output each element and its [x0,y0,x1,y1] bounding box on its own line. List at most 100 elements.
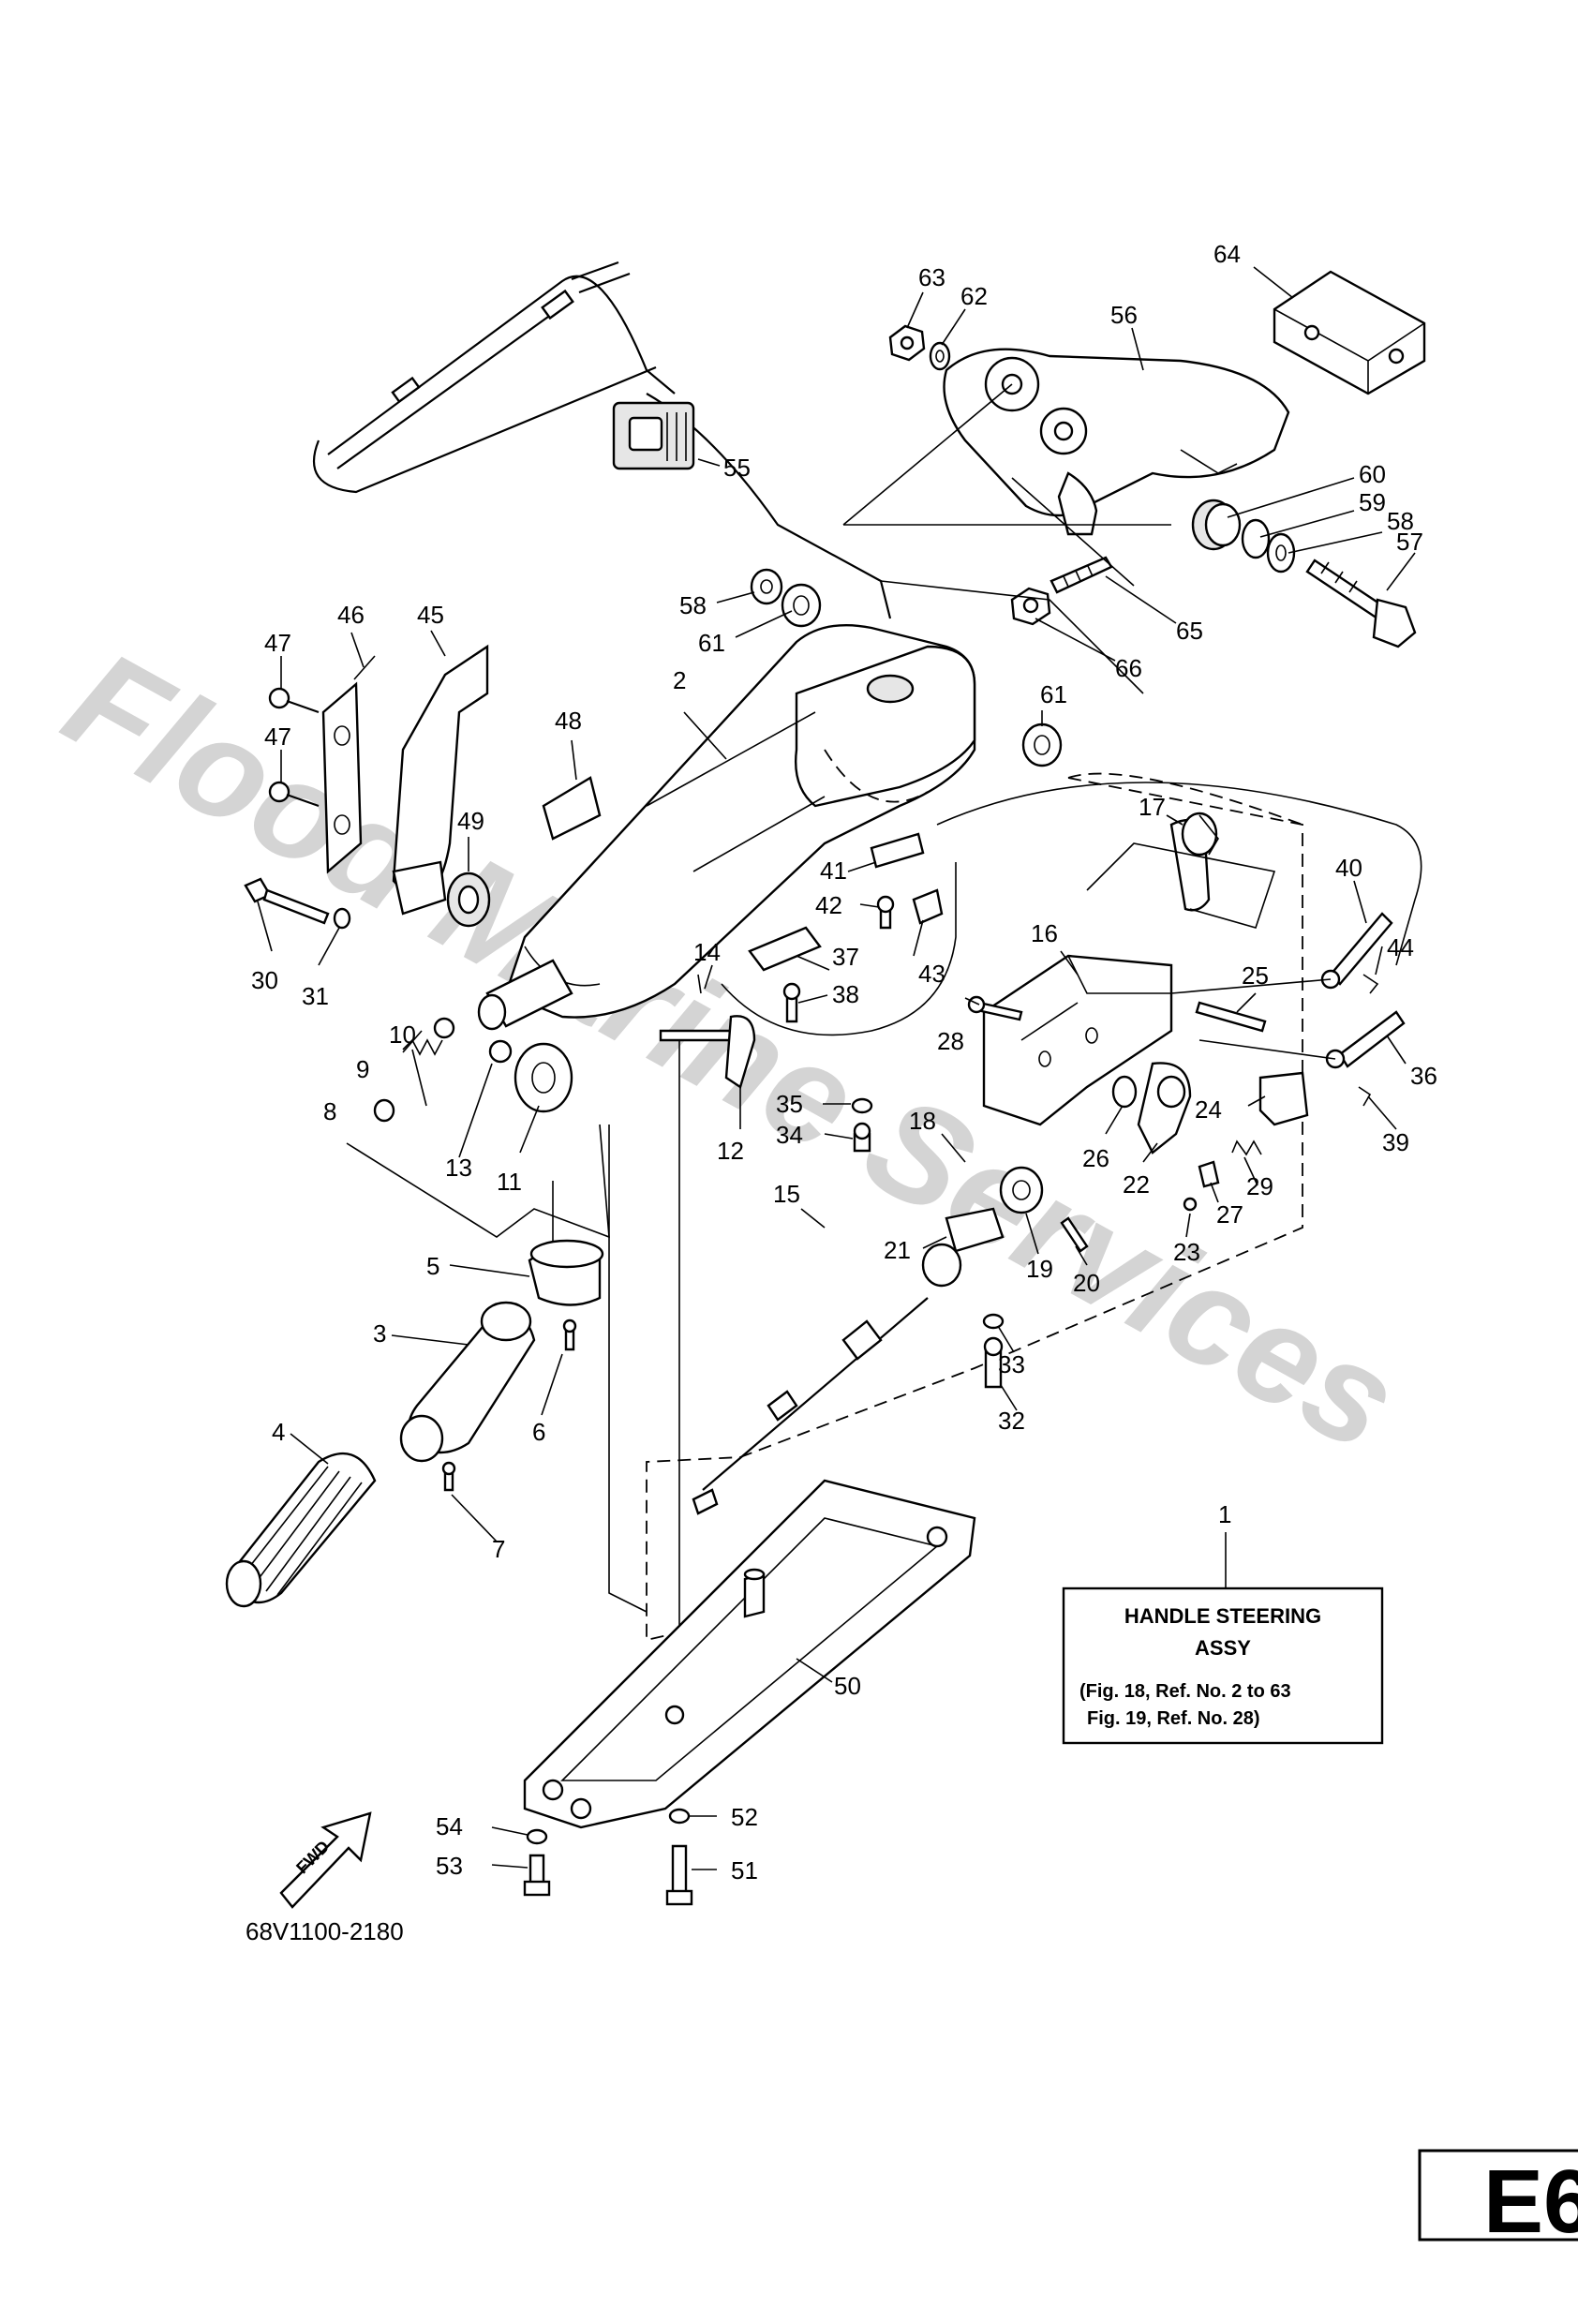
label-part-48 [542,776,602,841]
assembly-ref-number: 1 [1218,1500,1231,1528]
callout-37: 37 [832,943,859,971]
clip-part-39 [1358,1086,1372,1107]
callout-12: 12 [717,1137,744,1165]
handle-bracket-part-2 [504,623,976,1019]
spring-part-9 [402,1038,443,1056]
callout-63: 63 [918,263,945,291]
callout-57: 57 [1396,528,1423,556]
callout-23: 23 [1173,1238,1200,1266]
callout-33: 33 [998,1350,1025,1378]
callout-51: 51 [731,1856,758,1885]
screw-part-32 [983,1336,1004,1389]
callout-32: 32 [998,1407,1025,1435]
callout-66: 66 [1115,654,1142,682]
callout-10: 10 [389,1020,416,1049]
block-part-24 [1258,1071,1309,1126]
bushing-part-60 [1191,499,1242,551]
screw-part-47-top [268,687,320,714]
throttle-shaft-part-3 [399,1301,536,1463]
callout-45: 45 [417,601,444,629]
callout-14: 14 [693,938,721,966]
callout-61-right: 61 [1040,680,1067,708]
ball-part-23 [1183,1197,1198,1212]
washer-part-26 [1111,1075,1138,1109]
knob-part-12 [659,1015,756,1089]
callout-30: 30 [251,966,278,994]
steering-bracket-part-56 [943,348,1290,536]
shaft-front [477,959,573,1031]
callout-34: 34 [776,1121,803,1149]
callout-58-left: 58 [679,591,707,619]
spring-part-14 [697,974,702,994]
washer-part-35 [851,1097,873,1114]
assembly-title-line2: ASSY [1195,1636,1251,1660]
washer-part-54 [526,1828,548,1845]
page-code: E6 [1483,2152,1578,2252]
clip-part-44 [1362,974,1379,994]
callout-28: 28 [937,1027,964,1055]
callout-50: 50 [834,1672,861,1700]
grip-part-4 [225,1452,377,1608]
sleeve-part-5 [528,1239,604,1306]
screw-part-42 [876,895,895,930]
callout-26: 26 [1082,1144,1109,1172]
washer-part-62 [929,341,951,371]
callout-53: 53 [436,1852,463,1880]
callout-24: 24 [1195,1095,1222,1124]
callout-7: 7 [492,1535,505,1563]
callout-47-bottom: 47 [264,723,291,751]
page-code-box: E6 [1418,2149,1578,2252]
callout-4: 4 [272,1418,285,1446]
screw-part-47-bottom [268,781,320,808]
callout-16: 16 [1031,919,1058,947]
callout-43: 43 [918,960,945,988]
bracket-part-45 [392,644,489,916]
callout-55: 55 [723,454,751,482]
collar-part-11 [514,1042,573,1113]
stud-part-65 [1050,556,1113,594]
callout-11: 11 [497,1168,522,1196]
callout-22: 22 [1123,1170,1150,1199]
washer-part-8 [373,1098,395,1123]
link-part-21 [921,1207,1005,1288]
gear-part-19 [999,1166,1044,1214]
callout-6: 6 [532,1418,545,1446]
bolt-part-57 [1305,559,1417,648]
clip-part-41 [870,832,925,869]
clip-part-37 [748,926,822,972]
pin-part-25 [1195,1001,1267,1033]
callout-59: 59 [1359,488,1386,516]
screw-part-38 [782,982,801,1023]
assembly-title-line1: HANDLE STEERING [1124,1604,1321,1628]
callout-39: 39 [1382,1128,1409,1156]
plate-part-46 [321,655,376,874]
forward-arrow-icon: FWD [279,1811,372,1909]
callout-9: 9 [356,1055,369,1083]
callout-46: 46 [337,601,365,629]
wire-harness [313,261,892,619]
callout-labels: 63 62 64 56 55 60 59 58 57 65 66 58 61 6… [251,240,1437,1885]
bolt-part-53 [523,1854,551,1897]
cam-part-22 [1137,1062,1192,1155]
washer-part-59 [1241,518,1271,559]
callout-60: 60 [1359,460,1386,488]
bushing-part-61-top [781,583,822,628]
bracket-part-16 [982,954,1173,1126]
clip-part-43 [912,888,944,925]
callout-58-right: 58 [1387,507,1414,535]
bolt-part-30 [244,877,330,925]
callout-2: 2 [673,666,686,694]
callout-40: 40 [1335,854,1362,882]
diagram-code: 68V1100-2180 [246,1917,404,1945]
callout-44: 44 [1387,933,1414,961]
washer-part-58-left [750,568,783,605]
assembly-ref-line2: Fig. 19, Ref. No. 28) [1087,1708,1259,1729]
callout-65: 65 [1176,617,1203,645]
callout-61-top: 61 [698,629,725,657]
callout-36: 36 [1410,1062,1437,1090]
callout-17: 17 [1139,793,1166,821]
lever-part-17 [1169,812,1219,912]
nut-part-13 [488,1039,513,1064]
screw-part-34 [853,1122,871,1153]
nut-part-10 [433,1017,455,1039]
